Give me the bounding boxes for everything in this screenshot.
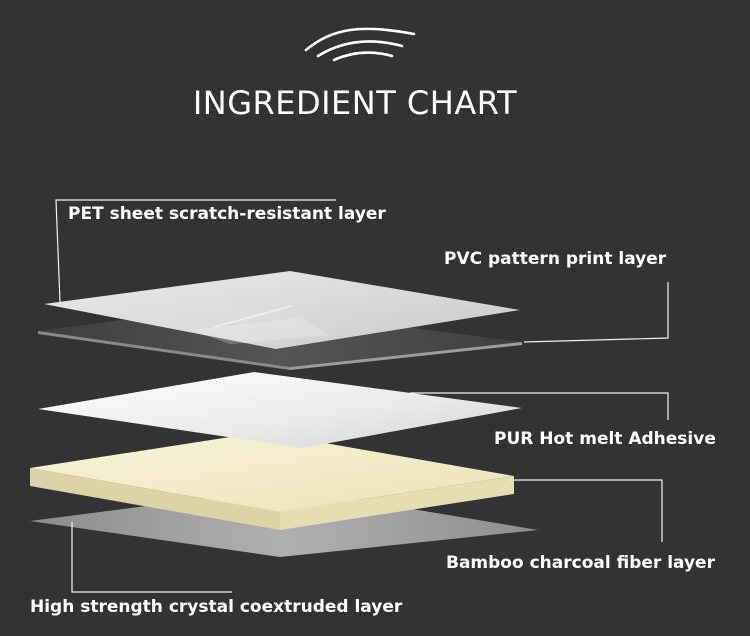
pvc-leader-line [523,282,669,343]
crystal-layer-label: High strength crystal coextruded layer [30,597,403,617]
pur-leader-line [410,392,669,420]
leader-lines [55,199,669,593]
pet-leader-line [55,199,336,303]
page-title: INGREDIENT CHART [192,84,518,122]
pur-layer-sheet [38,372,522,448]
bamboo-layer-slab [30,432,514,530]
bamboo-layer-label: Bamboo charcoal fiber layer [446,553,715,573]
pur-layer-label: PUR Hot melt Adhesive [494,429,716,449]
pet-layer-label: PET sheet scratch-resistant layer [68,204,386,224]
wave-logo-icon [304,27,416,62]
bamboo-leader-line [510,479,663,542]
pvc-layer-label: PVC pattern print layer [444,249,667,269]
pet-layer-sheet [44,271,520,349]
crystal-leader-line [71,522,232,593]
